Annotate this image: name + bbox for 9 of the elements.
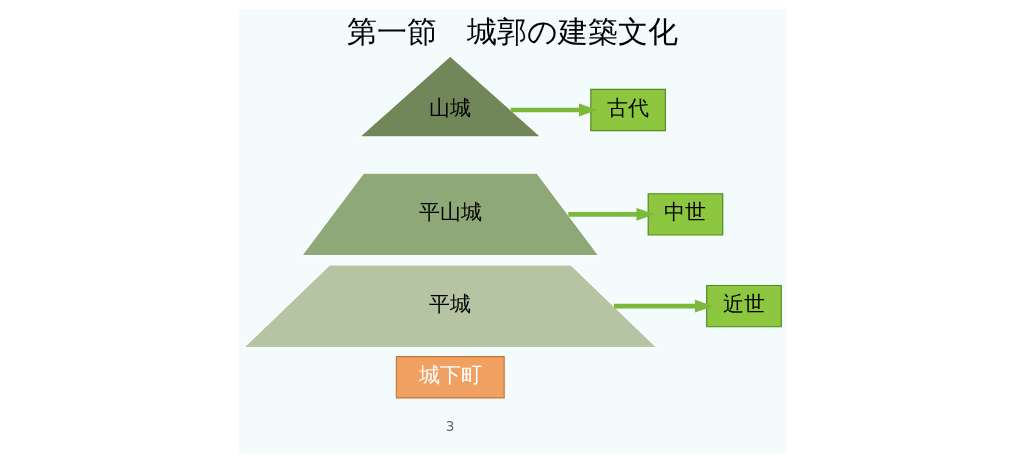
node-box: 城下町 [395,355,505,398]
diagram-title: 第一節 城郭の建築文化 [346,13,678,49]
node-box: 古代 [589,88,666,131]
label: 3 [445,417,455,434]
node-box: 中世 [647,192,723,236]
arrow [613,299,713,313]
arrow [510,103,597,116]
arrow [567,207,655,221]
node-box: 近世 [705,284,782,327]
